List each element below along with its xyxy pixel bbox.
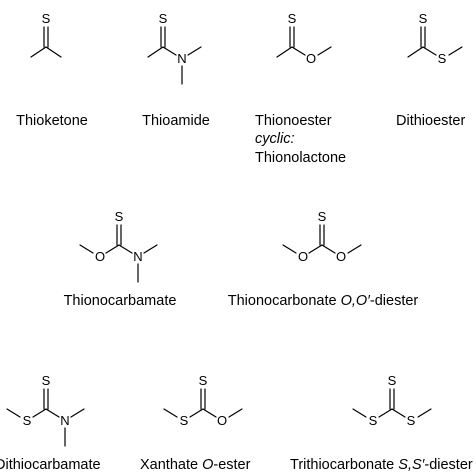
dithioester-structure: S S (407, 11, 463, 66)
bond (118, 244, 133, 254)
bond (45, 408, 60, 418)
bond (147, 46, 164, 58)
bond (79, 244, 94, 254)
atom-s: S (42, 11, 51, 26)
bond (391, 408, 406, 418)
bond (417, 408, 432, 418)
caption-dithiocarbamate: Dithiocarbamate (0, 457, 101, 473)
atom-s: S (23, 413, 32, 428)
atom-s: S (288, 11, 297, 26)
atom-o: O (217, 413, 227, 428)
caption-trithiocarbonate: Trithiocarbonate S,S′-diester (290, 457, 473, 473)
atom-o: O (306, 51, 316, 66)
caption-xanthate: Xanthate O-ester (140, 457, 251, 473)
atom-s: S (407, 413, 416, 428)
bond (228, 408, 243, 418)
bond (105, 244, 120, 254)
bond (422, 46, 437, 56)
caption-dithioester: Dithioester (396, 113, 465, 129)
atom-s: S (159, 11, 168, 26)
bond (282, 244, 297, 254)
atom-s: S (438, 51, 447, 66)
atom-s: S (180, 413, 189, 428)
caption-thionoester: Thionoester (255, 113, 332, 129)
bond (378, 408, 393, 418)
atom-s: S (419, 11, 428, 26)
thioketone-structure: S (30, 11, 62, 58)
atom-s: S (318, 209, 327, 224)
atom-s: S (388, 373, 397, 388)
atom-o: O (95, 249, 105, 264)
bond (202, 408, 217, 418)
dithiocarbamate-structure: S S N (6, 373, 85, 447)
atom-o: O (298, 249, 308, 264)
bond (163, 408, 178, 418)
thionoester-structure: S O (276, 11, 332, 66)
bond (162, 46, 177, 56)
caption-thionolactone: Thionolactone (255, 150, 346, 166)
caption-cyclic: cyclic: (255, 131, 294, 147)
thionocarbamate-structure: S O N (79, 209, 158, 283)
atom-n: N (133, 249, 142, 264)
bond (189, 408, 204, 418)
bond (70, 408, 85, 418)
bond (32, 408, 47, 418)
bond (291, 46, 306, 56)
thionocarbonate-structure: S O O (282, 209, 362, 264)
atom-s: S (42, 373, 51, 388)
bond (45, 46, 62, 58)
bond (6, 408, 21, 418)
bond (352, 408, 367, 418)
atom-o: O (336, 249, 346, 264)
bond (187, 46, 202, 56)
caption-thionocarbamate: Thionocarbamate (64, 293, 177, 309)
bond (347, 244, 362, 254)
caption-thioamide: Thioamide (142, 113, 210, 129)
bond (276, 46, 293, 58)
bond (308, 244, 323, 254)
atom-n: N (60, 413, 69, 428)
bond (317, 46, 332, 56)
atom-s: S (369, 413, 378, 428)
bond (407, 46, 424, 58)
bond (143, 244, 158, 254)
caption-thioketone: Thioketone (16, 113, 88, 129)
xanthate-structure: S S O (163, 373, 243, 428)
caption-thionocarbonate: Thionocarbonate O,O′-diester (228, 293, 419, 309)
atom-n: N (177, 51, 186, 66)
bond (448, 46, 463, 56)
thioamide-structure: S N (147, 11, 202, 85)
bond (30, 46, 47, 58)
bond (321, 244, 336, 254)
trithiocarbonate-structure: S S S (352, 373, 432, 428)
atom-s: S (115, 209, 124, 224)
atom-s: S (199, 373, 208, 388)
